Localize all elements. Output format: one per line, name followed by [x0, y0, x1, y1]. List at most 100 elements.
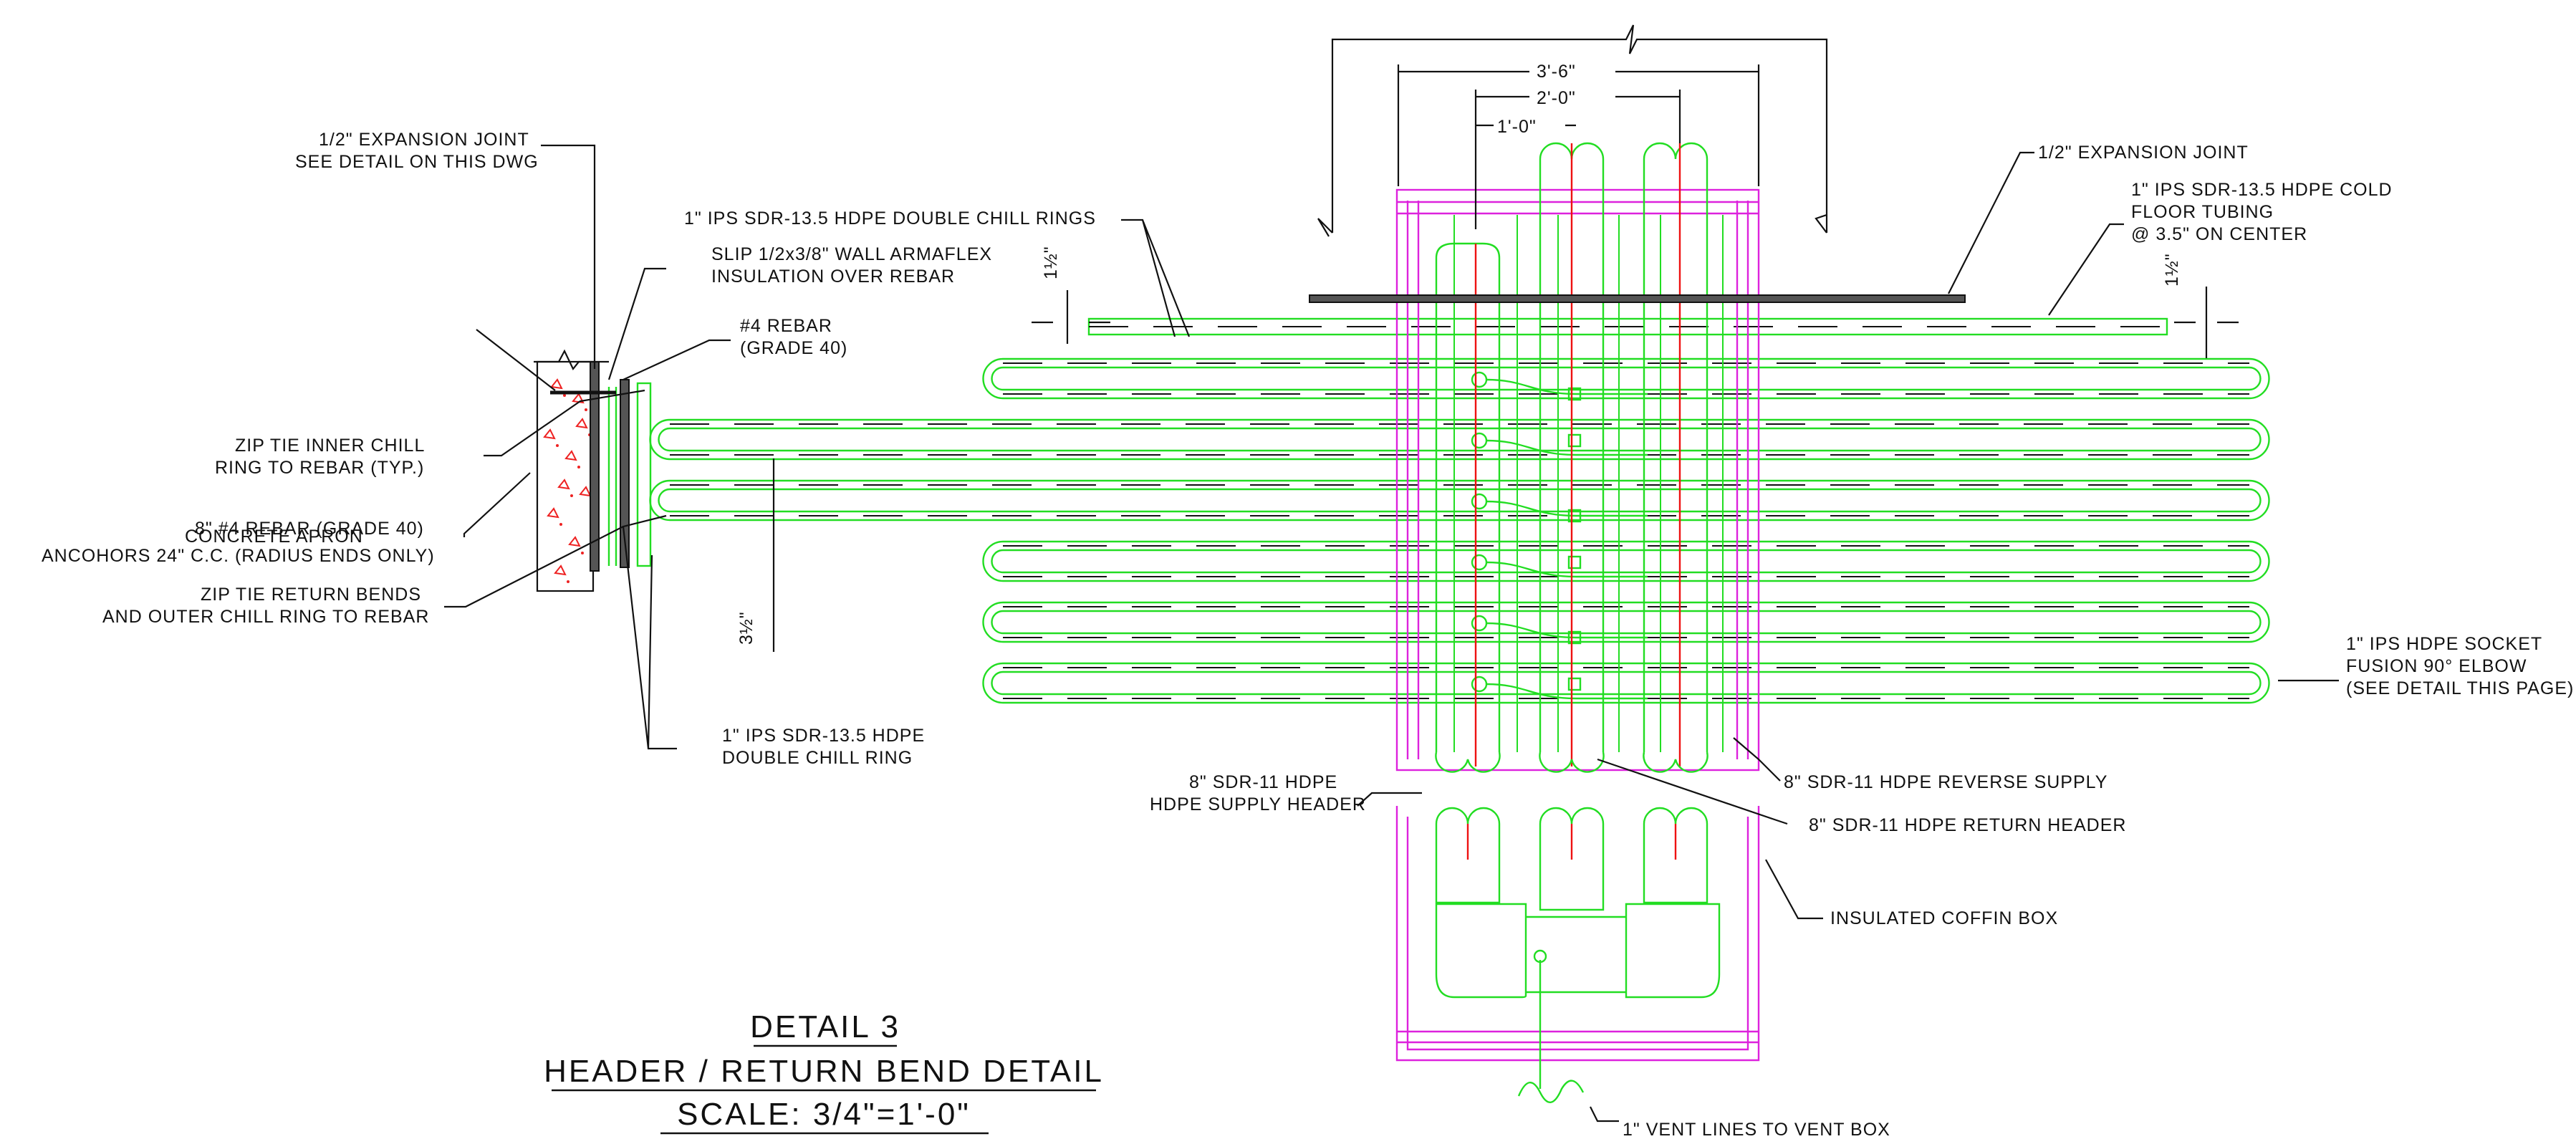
leader-lines: [444, 144, 2339, 1123]
label-armaflex: SLIP 1/2x3/8" WALL ARMAFLEX: [711, 244, 992, 264]
header-connector: [1486, 561, 1648, 578]
tube-loop-4-inner: [991, 549, 2262, 574]
label-elbow-3: (SEE DETAIL THIS PAGE): [2346, 678, 2574, 698]
concrete-aggregate-dot: [577, 466, 580, 468]
supply-fitting: [1471, 554, 1488, 571]
tube-loop-4-outer: [982, 540, 2270, 582]
header-section-right: [1643, 807, 1708, 904]
concrete-aggregate-mark: [554, 564, 567, 576]
reverse-supply-header-pipe: [1643, 142, 1708, 752]
tube-loop-3-outer: [649, 479, 2270, 522]
vent-break-symbol: [1517, 1080, 1585, 1103]
vent-connection: [1533, 949, 1547, 963]
tube-loop-2-outer: [649, 418, 2270, 461]
header-connector: [1486, 622, 1648, 639]
dimension-3-6: 3'-6": [1537, 62, 1576, 82]
expansion-joint-strip-top: [1309, 294, 1966, 303]
header-connector: [1486, 439, 1648, 456]
header-section-center: [1539, 807, 1605, 911]
label-expansion-joint-left-2: SEE DETAIL ON THIS DWG: [295, 152, 539, 172]
label-coffin-box: INSULATED COFFIN BOX: [1830, 908, 2058, 928]
header-cross-section: [1435, 807, 1721, 1103]
label-rebar-anchor-2: ANCOHORS 24" C.C. (RADIUS ENDS ONLY): [42, 546, 435, 566]
concrete-aggregate-dot: [570, 494, 573, 497]
tube-loop-2-inner: [658, 427, 2262, 452]
tube-loop-1-inner: [991, 366, 2262, 391]
label-zip-return-2: AND OUTER CHILL RING TO REBAR: [102, 607, 429, 627]
label-supply-header-2: HDPE SUPPLY HEADER: [1150, 794, 1366, 814]
label-cold-floor-3: @ 3.5" ON CENTER: [2131, 224, 2307, 244]
concrete-aggregate-dot: [563, 394, 566, 397]
dimensions: 3'-6" 2'-0" 1'-0" 1½" 1½" 3½": [736, 59, 2239, 652]
label-return-header: 8" SDR-11 HDPE RETURN HEADER: [1809, 815, 2126, 835]
floor-tubing-group: [649, 317, 2270, 704]
coffin-box-upper: [1395, 188, 1760, 772]
supply-fitting: [1471, 615, 1488, 632]
concrete-hatch: [543, 378, 595, 583]
detail-scale: SCALE: 3/4"=1'-0": [677, 1097, 971, 1132]
label-armaflex-2: INSULATION OVER REBAR: [711, 266, 955, 287]
supply-header-pipe: [1435, 242, 1501, 752]
label-zip-inner: ZIP TIE INNER CHILL: [235, 436, 425, 456]
concrete-aggregate-mark: [547, 507, 559, 519]
label-expansion-joint-right: 1/2" EXPANSION JOINT: [2038, 143, 2249, 163]
label-zip-return: ZIP TIE RETURN BENDS: [201, 585, 421, 605]
tube-loop-5-outer: [982, 601, 2270, 643]
label-zip-inner-2: RING TO REBAR (TYP.): [215, 458, 424, 478]
concrete-aggregate-dot: [556, 444, 559, 447]
tube-loop-6-outer: [982, 662, 2270, 704]
label-cold-floor: 1" IPS SDR-13.5 HDPE COLD: [2131, 180, 2393, 200]
label-elbow: 1" IPS HDPE SOCKET: [2346, 634, 2542, 654]
dimension-spacing-left: 3½": [736, 611, 756, 645]
concrete-aggregate-mark: [543, 428, 556, 440]
labels: 1/2" EXPANSION JOINT SEE DETAIL ON THIS …: [42, 130, 2574, 1139]
label-reverse-supply: 8" SDR-11 HDPE REVERSE SUPPLY: [1784, 772, 2108, 792]
concrete-aggregate-dot: [585, 408, 587, 411]
label-elbow-2: FUSION 90° ELBOW: [2346, 656, 2527, 676]
concrete-aggregate-dot: [581, 552, 584, 554]
concrete-break-line: [534, 349, 609, 371]
concrete-aggregate-dot: [567, 580, 569, 583]
supply-fitting: [1471, 493, 1488, 510]
outer-chill-ring: [636, 382, 652, 567]
header-connector: [1486, 378, 1648, 395]
tube-loop-1-outer: [982, 357, 2270, 400]
header-connector: [1486, 683, 1648, 700]
return-fitting: [1567, 555, 1582, 570]
label-rebar: #4 REBAR: [740, 316, 832, 336]
label-cold-floor-2: FLOOR TUBING: [2131, 202, 2274, 222]
label-supply-header: 8" SDR-11 HDPE: [1189, 772, 1337, 792]
supply-fitting: [1471, 432, 1488, 449]
header-end-cap: [1539, 751, 1605, 773]
concrete-aggregate-mark: [579, 486, 592, 497]
detail-title: DETAIL 3: [750, 1009, 900, 1044]
headers: [1435, 142, 1724, 773]
concrete-aggregate-mark: [568, 536, 581, 547]
label-concrete-apron: CONCRETE APRON: [185, 527, 363, 547]
header-insulation-block: [1435, 903, 1721, 999]
title-block: DETAIL 3 HEADER / RETURN BEND DETAIL SCA…: [544, 1009, 1104, 1135]
concrete-aggregate-mark: [564, 450, 577, 461]
supply-fitting: [1471, 676, 1488, 693]
header-connector: [1486, 500, 1648, 517]
coffin-box-lower: [1395, 806, 1760, 1062]
slab-section: [1309, 24, 1966, 303]
detail-subtitle: HEADER / RETURN BEND DETAIL: [544, 1054, 1104, 1089]
label-double-chill-ring-2: DOUBLE CHILL RING: [722, 748, 913, 768]
concrete-aggregate-mark: [557, 479, 570, 490]
dimension-spacing-top-left: 1½": [1041, 246, 1061, 279]
header-end-cap: [1435, 751, 1501, 773]
label-rebar-anchor: 8" #4 REBAR (GRADE 40): [195, 519, 424, 539]
concrete-aggregate-dot: [559, 523, 562, 526]
label-rebar-2: (GRADE 40): [740, 338, 847, 358]
concrete-aggregate-mark: [575, 418, 588, 429]
label-expansion-joint-left: 1/2" EXPANSION JOINT: [319, 130, 529, 150]
slab-outline: [1317, 24, 1828, 237]
return-fitting: [1567, 677, 1582, 691]
label-double-chill-rings: 1" IPS SDR-13.5 HDPE DOUBLE CHILL RINGS: [684, 208, 1096, 229]
label-vent-lines: 1" VENT LINES TO VENT BOX: [1623, 1120, 1890, 1139]
supply-fitting: [1471, 371, 1488, 388]
header-end-cap: [1643, 751, 1708, 773]
header-assembly: [1395, 142, 1760, 1103]
